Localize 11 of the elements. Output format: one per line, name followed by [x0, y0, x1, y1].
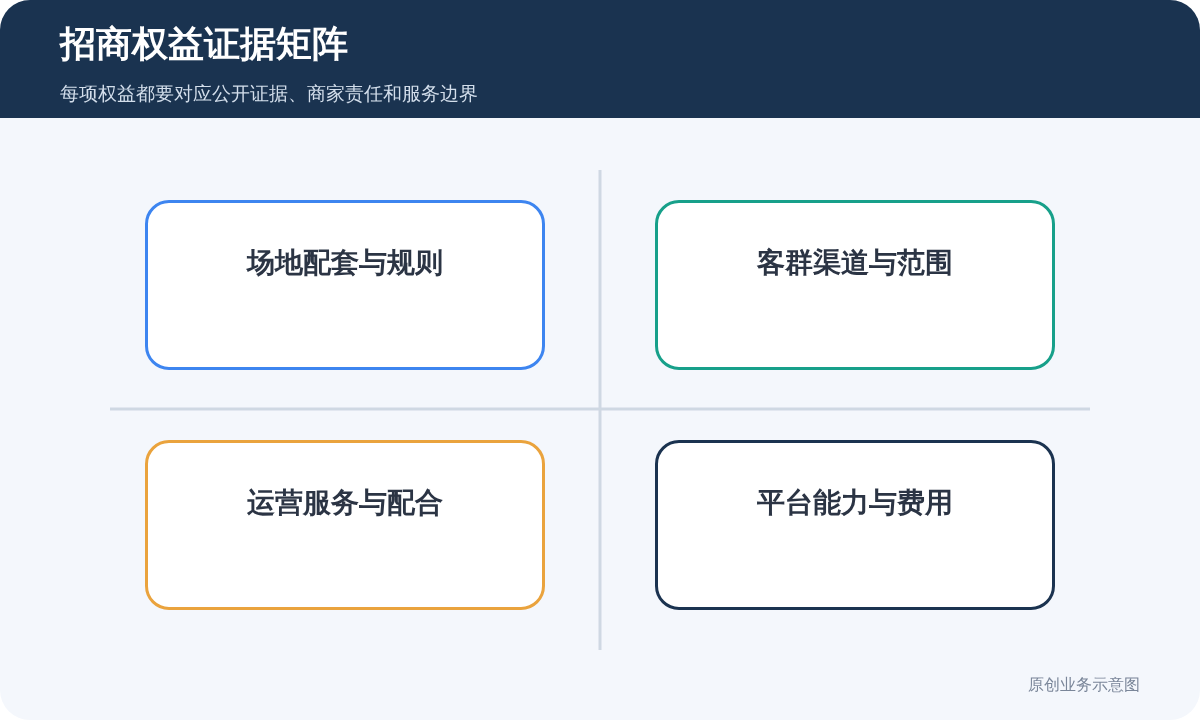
category-box — [655, 440, 1055, 610]
box-title: 运营服务与配合 — [246, 485, 444, 521]
category-box — [655, 200, 1055, 370]
category-box — [145, 200, 545, 370]
box-title: 客群渠道与范围 — [756, 245, 954, 281]
box-title: 平台能力与费用 — [756, 485, 954, 521]
footnote: 原创业务示意图 — [1028, 674, 1140, 696]
title: 招商权益证据矩阵 — [60, 22, 348, 66]
category-box — [145, 440, 545, 610]
box-title: 场地配套与规则 — [245, 245, 444, 281]
subtitle: 每项权益都要对应公开证据、商家责任和服务边界 — [60, 81, 478, 106]
